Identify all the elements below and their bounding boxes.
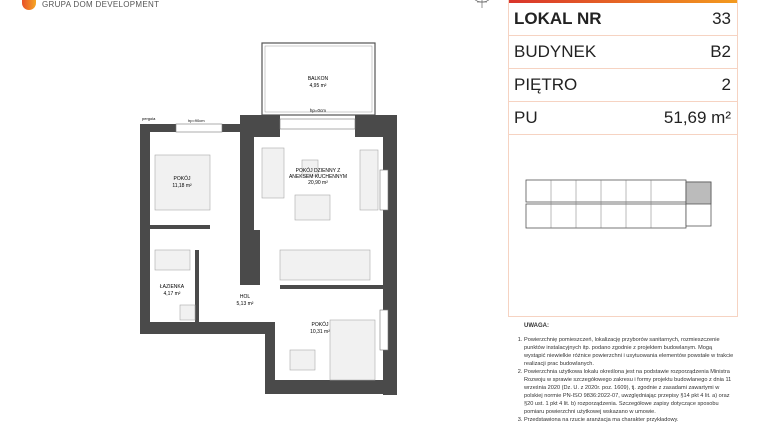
info-row-lokal: LOKAL NR 33	[509, 3, 737, 36]
accent-bar	[509, 0, 737, 3]
info-row-pietro: PIĘTRO 2	[509, 69, 737, 102]
info-label: BUDYNEK	[514, 42, 597, 61]
room-name: ŁAZIENKA	[160, 284, 185, 290]
info-row-pu: PU 51,69 m²	[509, 102, 737, 135]
room-name: POKÓJ	[312, 321, 329, 328]
note-item: Przedstawiona na rzucie aranżacja ma cha…	[524, 416, 735, 424]
room-area: 20,90 m²	[308, 180, 328, 186]
notes: UWAGA: Powierzchnię pomieszczeń, lokaliz…	[510, 318, 735, 424]
hp-label: hp=0cm	[310, 108, 326, 113]
info-label: PIĘTRO	[514, 75, 578, 94]
info-label: LOKAL NR	[514, 9, 602, 28]
info-value: 2	[721, 75, 731, 94]
notes-title: UWAGA:	[524, 323, 549, 329]
logo-tagline: GRUPA DOM DEVELOPMENT	[42, 0, 160, 9]
logo-mark	[22, 0, 36, 10]
room-area: 11,18 m²	[172, 183, 192, 189]
info-value: 51,69 m²	[663, 108, 731, 127]
balcony	[261, 42, 376, 116]
floor-plan: BALKON 4,95 m² hp=0cm pergola hp=90cm PO…	[140, 42, 397, 395]
room-area: 5,13 m²	[237, 301, 254, 307]
note-item: Powierzchnię pomieszczeń, lokalizację pr…	[524, 336, 735, 368]
room-name: POKÓJ DZIENNY Z	[296, 167, 341, 174]
hp-label: hp=90cm	[188, 118, 205, 123]
unit-info-table: LOKAL NR 33 BUDYNEK B2 PIĘTRO 2 PU 51,69 m²	[508, 0, 738, 317]
room-area: 10,31 m²	[310, 329, 330, 335]
room-name: HOL	[240, 294, 251, 300]
info-row-budynek: BUDYNEK B2	[509, 36, 737, 69]
balcony-area: 4,95 m²	[310, 83, 327, 89]
balcony-name: BALKON	[308, 76, 329, 82]
pergola-label: pergola	[142, 116, 156, 121]
room-name: ANEKSEM KUCHENNYM	[289, 174, 347, 180]
note-item: Powierzchnia użytkowa lokalu określona j…	[524, 368, 735, 416]
info-value: B2	[710, 42, 731, 61]
furniture	[154, 147, 379, 381]
compass-icon	[474, 0, 490, 8]
logo: GRUPA DOM DEVELOPMENT	[22, 0, 159, 10]
room-name: POKÓJ	[174, 175, 191, 182]
info-label: PU	[514, 108, 538, 127]
info-value: 33	[712, 9, 731, 28]
room-area: 4,17 m²	[164, 291, 181, 297]
building-key-plan	[525, 179, 712, 229]
